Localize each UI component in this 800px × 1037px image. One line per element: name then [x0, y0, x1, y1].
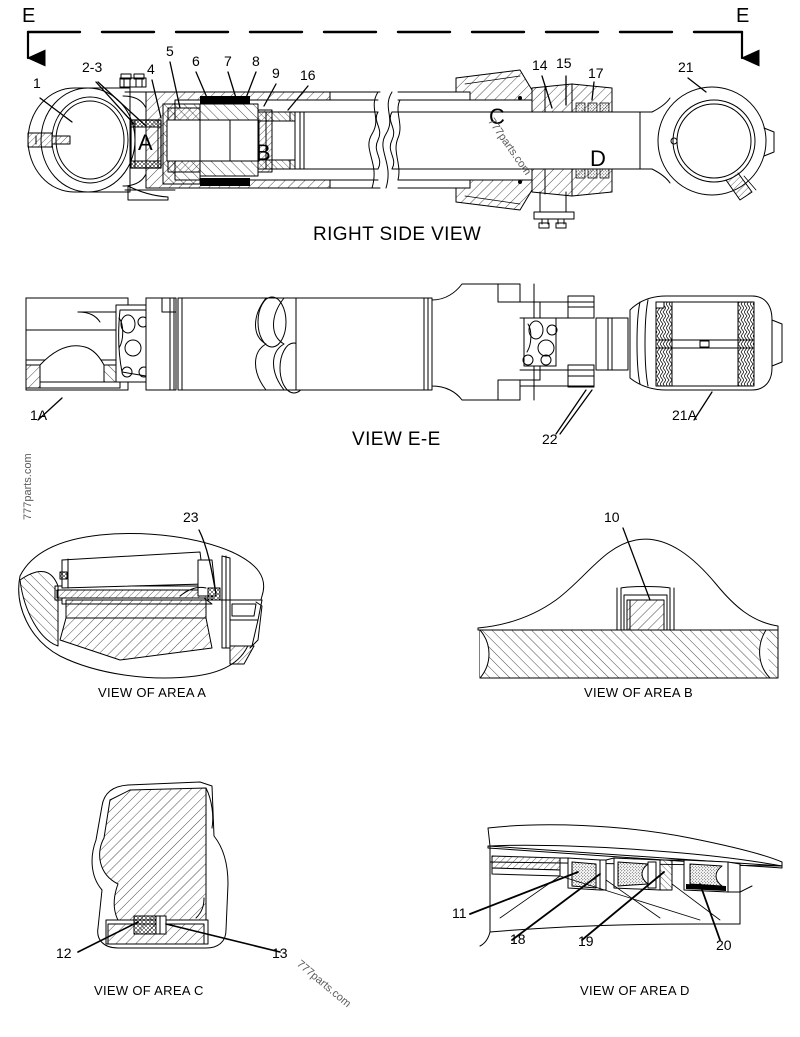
- callout-21a: 21A: [672, 407, 697, 423]
- area-letter-c: C: [489, 104, 505, 129]
- view-title-area-a: VIEW OF AREA A: [98, 685, 207, 700]
- view-title-area-d: VIEW OF AREA D: [580, 983, 690, 998]
- callout-13: 13: [272, 945, 288, 961]
- area-letter-d: D: [590, 146, 606, 171]
- callout-5: 5: [166, 43, 174, 59]
- right-side-view-leaders: [39, 61, 707, 127]
- callout-9: 9: [272, 65, 280, 81]
- callout-8: 8: [252, 53, 260, 69]
- area-letter-a: A: [138, 130, 153, 155]
- callout-11: 11: [452, 905, 467, 921]
- callout-14: 14: [532, 57, 548, 73]
- view-area-d-leaders: [469, 871, 721, 941]
- right-side-view-geometry: [27, 69, 775, 229]
- view-area-c-geometry: [91, 781, 229, 949]
- section-marker-e-left: E: [22, 5, 36, 27]
- view-e-e-leaders: [37, 389, 713, 435]
- callout-1: 1: [33, 75, 41, 91]
- section-marker-e-right: E: [736, 5, 750, 27]
- watermark-left: 777parts.com: [22, 453, 34, 520]
- callout-16: 16: [300, 67, 316, 83]
- view-area-b-geometry: [477, 538, 779, 679]
- callout-17: 17: [588, 65, 604, 81]
- view-title-area-c: VIEW OF AREA C: [94, 983, 204, 998]
- area-letter-b: B: [256, 140, 271, 165]
- view-title-area-b: VIEW OF AREA B: [584, 685, 693, 700]
- callout-19: 19: [578, 933, 594, 949]
- callout-1a: 1A: [30, 407, 48, 423]
- view-area-b-leaders: [622, 527, 651, 601]
- callout-4: 4: [147, 61, 155, 77]
- view-area-d-thin-leaders: [499, 875, 561, 919]
- section-line-e-e: [26, 30, 760, 67]
- view-area-d-geometry: [479, 824, 783, 947]
- callout-15: 15: [556, 55, 572, 71]
- callout-10: 10: [604, 509, 620, 525]
- callout-20: 20: [716, 937, 732, 953]
- view-area-c-leaders: [77, 921, 281, 953]
- callout-18: 18: [510, 931, 526, 947]
- view-e-e-geometry: [25, 283, 783, 401]
- callout-12: 12: [56, 945, 72, 961]
- callout-7: 7: [224, 53, 232, 69]
- view-area-a-leaders: [198, 529, 217, 595]
- view-area-a-geometry: [18, 533, 265, 679]
- callout-23: 23: [183, 509, 199, 525]
- callout-22: 22: [542, 431, 558, 447]
- callout-21: 21: [678, 59, 694, 75]
- callout-6: 6: [192, 53, 200, 69]
- view-title-right-side: RIGHT SIDE VIEW: [313, 224, 482, 245]
- view-title-e-e: VIEW E-E: [352, 429, 441, 450]
- callout-2-3: 2-3: [82, 59, 103, 75]
